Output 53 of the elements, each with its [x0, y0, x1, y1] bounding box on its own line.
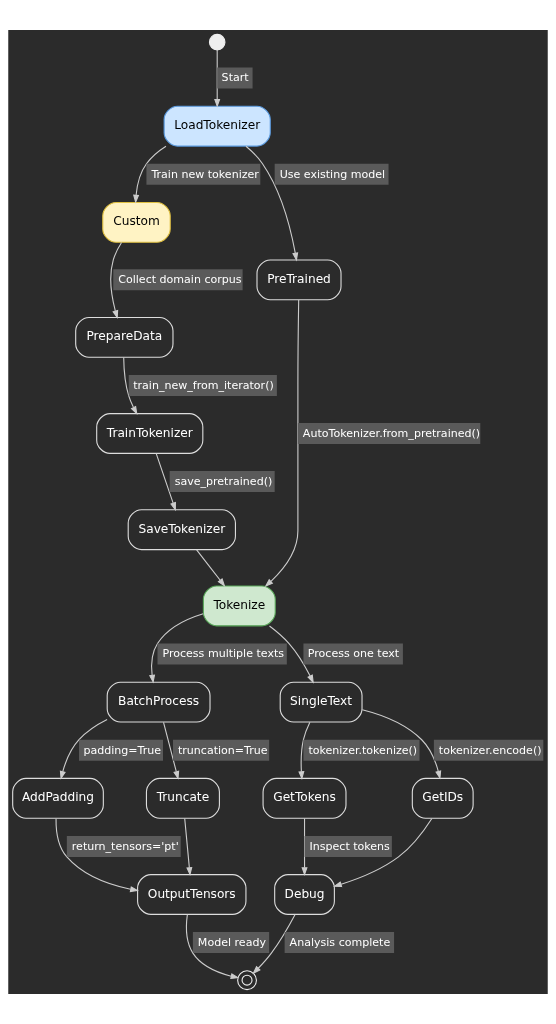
arrow	[361, 709, 442, 780]
node-box: PreTrained	[256, 259, 342, 301]
node-box: PrepareData	[75, 316, 174, 358]
arrow	[148, 613, 204, 684]
node-box: LoadTokenizer	[163, 105, 271, 147]
edge-label: Train new tokenizer	[151, 167, 259, 181]
node-box: OutputTensors	[137, 874, 247, 915]
node-box: Debug	[274, 874, 335, 915]
node-box: TrainTokenizer	[96, 413, 204, 454]
node-box: SingleText	[279, 681, 363, 723]
edge-label: Process multiple texts	[162, 647, 285, 661]
node-box: Tokenize	[202, 585, 276, 627]
arrow	[123, 356, 138, 415]
arrow	[55, 818, 139, 893]
edge-label: padding=True	[83, 743, 162, 757]
arrow	[298, 721, 311, 780]
edge-label: Model ready	[197, 935, 266, 949]
arrow	[252, 913, 296, 975]
node-box: GetIDs	[411, 777, 474, 819]
node-box: Truncate	[145, 777, 220, 819]
arrow	[185, 914, 240, 980]
edge-label: save_pretrained()	[174, 474, 273, 488]
node-circle	[237, 970, 257, 991]
edge-label: Collect domain corpus	[118, 273, 242, 287]
arrow	[268, 625, 314, 684]
edge-label: AutoTokenizer.from_pretrained()	[302, 426, 481, 440]
arrow	[59, 719, 108, 780]
node-box: SaveTokenizer	[127, 509, 236, 551]
arrow	[110, 242, 123, 320]
edge-label: return_tensors='pt'	[71, 839, 179, 853]
edge-label: train_new_from_iterator()	[133, 378, 274, 392]
arrow	[162, 721, 180, 780]
edge-label: truncation=True	[177, 743, 268, 757]
node-box: AddPadding	[12, 777, 104, 819]
arrow	[264, 299, 300, 588]
edge-label: Analysis complete	[289, 935, 391, 949]
arrow	[133, 145, 167, 204]
edge-label: Inspect tokens	[309, 839, 390, 853]
arrow	[245, 145, 299, 262]
arrow	[301, 817, 308, 877]
edge-label: tokenizer.encode()	[438, 743, 542, 757]
edge-label: Start	[221, 71, 249, 85]
arrow	[184, 817, 193, 877]
arrow	[196, 549, 226, 587]
node-circle	[208, 33, 226, 51]
node-box: Custom	[102, 201, 171, 243]
node-box: GetTokens	[262, 777, 347, 819]
edge-label: Use existing model	[279, 167, 386, 181]
arrow	[155, 453, 176, 512]
edge-label: tokenizer.tokenize()	[308, 743, 418, 757]
arrow	[332, 818, 433, 888]
node-box: BatchProcess	[106, 681, 211, 723]
edge-label: Process one text	[307, 647, 400, 661]
